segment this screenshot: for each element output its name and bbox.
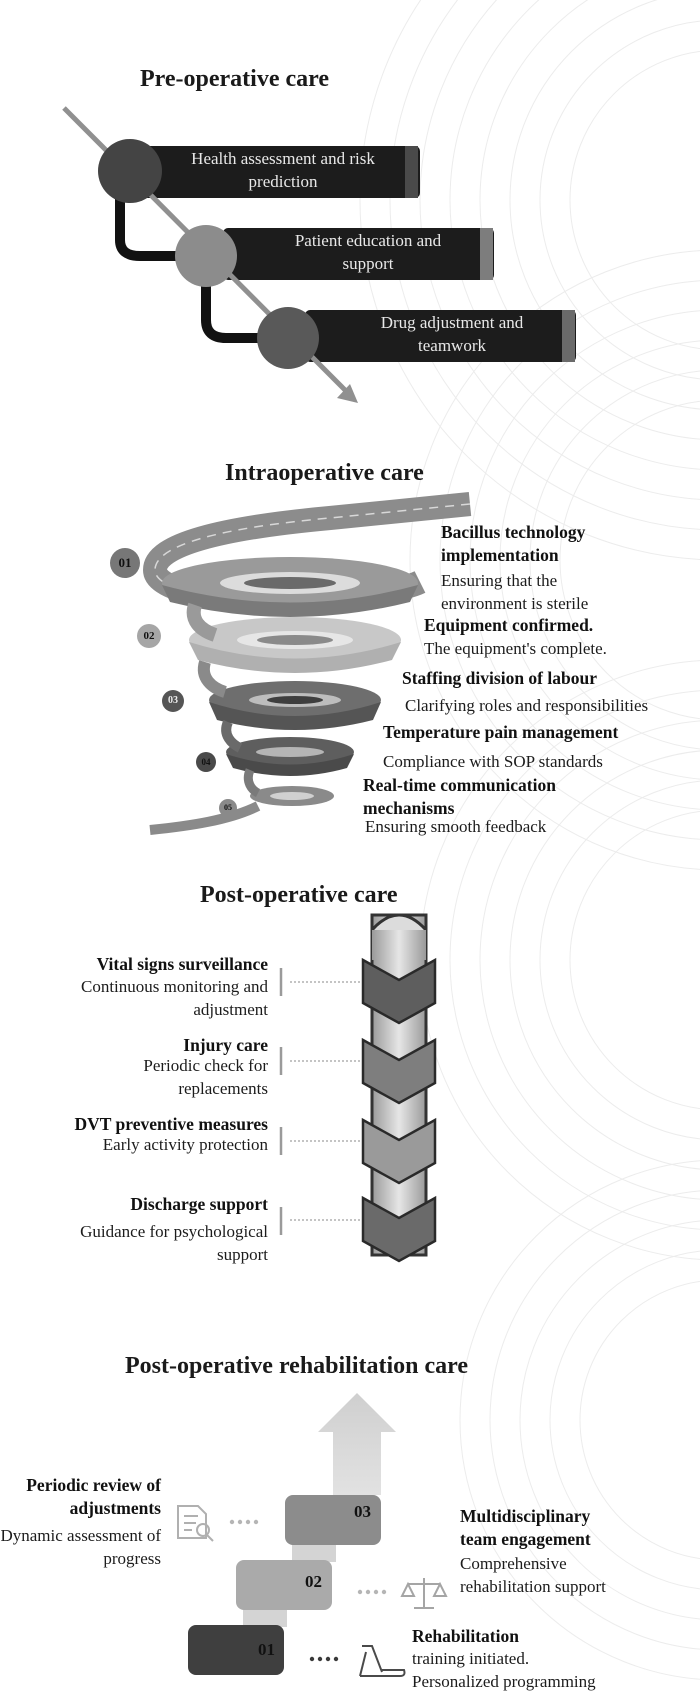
pre-step-label-1: Health assessment and risk prediction [191,149,375,191]
pre-connector-2 [201,256,285,343]
rehab-step-num-03: 03 [354,1502,371,1521]
pre-section-title: Pre-operative care [140,66,330,92]
intra-spiral [142,492,472,835]
post-step-title-4: Discharge support [130,1194,268,1214]
pre-node-1 [98,139,162,203]
pre-step-bar-2 [223,228,494,280]
intra-badge-05: 05 [219,799,237,817]
pre-step-label-2: Patient education and support [294,231,442,273]
pre-connector-1 [115,172,200,261]
intra-step-title-3: Staffing division of labour [402,668,597,688]
rehab-step-desc-2: Comprehensive rehabilitation support [460,1554,606,1596]
rehab-step-title-1: Rehabilitation [412,1626,519,1646]
pre-step-label-3: Drug adjustment and teamwork [380,313,524,355]
rehab-step-title-3: Periodic review of adjustments [26,1475,161,1518]
treadmill-icon [359,1645,406,1677]
post-step-title-3: DVT preventive measures [74,1114,268,1134]
rehab-section-title: Post-operative rehabilitation care [125,1353,469,1379]
intra-step-title-1: Bacillus technology implementation [441,522,586,565]
rehab-step-desc-3: Dynamic assessment of progress [0,1526,161,1568]
rehab-step-3 [285,1495,381,1545]
pre-step-bar-1 [140,146,420,198]
rehab-step-num-02: 02 [305,1572,322,1591]
intra-section-title: Intraoperative care [225,460,424,486]
rehab-step-2 [236,1560,332,1610]
intra-step-title-5: Real-time communication mechanisms [363,775,556,818]
pre-diagram [62,106,576,403]
intra-badge-01: 01 [110,548,140,578]
intra-step-desc-3: Clarifying roles and responsibilities [405,696,649,715]
post-chevron-1 [361,957,437,1025]
post-step-desc-1: Continuous monitoring and adjustment [81,977,268,1019]
post-step-title-2: Injury care [183,1035,268,1055]
intra-step-desc-5: Ensuring smooth feedback [365,817,547,836]
pre-node-3 [257,307,319,369]
pre-arrowhead-icon [337,384,358,403]
post-chevron-4 [361,1195,437,1263]
balance-scale-icon [400,1578,448,1609]
post-chevron-2 [361,1037,437,1105]
rehab-stairs [177,1393,448,1677]
post-chevron-3 [361,1117,437,1185]
intra-step-desc-1: Ensuring that the environment is sterile [441,571,589,613]
intra-step-title-4: Temperature pain management [383,722,619,742]
rehab-up-arrow-icon [318,1393,396,1495]
intra-step-desc-4: Compliance with SOP standards [383,752,603,771]
post-tube [279,913,437,1263]
post-step-desc-3: Early activity protection [102,1135,268,1154]
post-step-desc-4: Guidance for psychological support [80,1222,268,1264]
intra-badge-02: 02 [137,624,161,648]
rehab-step-title-2: Multidisciplinary team engagement [460,1506,591,1549]
pre-step-bar-3 [305,310,576,362]
pre-node-2 [175,225,237,287]
intra-badge-03: 03 [162,690,184,712]
post-step-title-1: Vital signs surveillance [96,954,268,974]
rehab-step-1 [188,1625,284,1675]
rehab-step-desc-1: training initiated. Personalized program… [412,1649,596,1691]
post-section-title: Post-operative care [200,882,398,908]
post-step-desc-2: Periodic check for replacements [143,1056,268,1098]
intra-step-title-2: Equipment confirmed. [424,615,594,635]
spiral-road-bottom [149,801,261,835]
intra-badge-04: 04 [196,752,216,772]
rehab-step-num-01: 01 [258,1640,275,1659]
intra-step-desc-2: The equipment's complete. [424,639,607,658]
document-search-icon [177,1505,214,1542]
